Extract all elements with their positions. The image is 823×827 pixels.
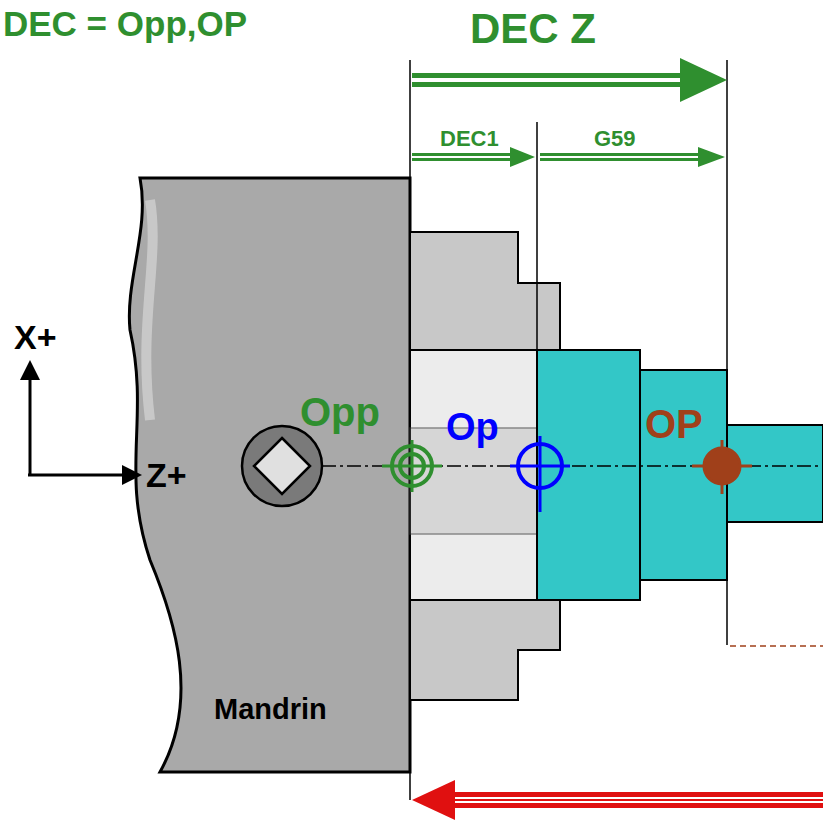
origin-marker — [539, 436, 542, 512]
axis-arrowhead — [20, 360, 40, 380]
red-arrow-shaft — [450, 801, 823, 803]
dim-arrow-shaft — [540, 153, 700, 161]
dim-arrow-shaft — [412, 78, 680, 82]
dim-arrow-shaft — [412, 73, 682, 87]
origin-label: Op — [446, 408, 499, 446]
dim-arrow-head — [510, 147, 535, 167]
dim-arrow-shaft — [540, 156, 698, 158]
axis-label: Z+ — [146, 458, 187, 492]
axis-x — [29, 375, 32, 475]
red-arrow-shaft — [450, 797, 823, 799]
dimension-label: DEC1 — [440, 128, 499, 150]
origin-marker — [411, 440, 414, 492]
origin-label: OP — [645, 404, 703, 444]
ref-line — [536, 122, 538, 350]
chuck-body — [129, 178, 410, 772]
dashed-line — [730, 645, 823, 647]
axis-label: X+ — [14, 320, 57, 354]
spindle-square — [254, 438, 310, 494]
dim-arrow-shaft — [412, 153, 512, 161]
ref-line — [409, 60, 411, 800]
title-formula: DEC = Opp,OP — [3, 6, 247, 41]
dimension-label: G59 — [594, 128, 636, 150]
origin-label: Opp — [300, 392, 380, 432]
axis-z — [28, 474, 125, 477]
ref-line — [726, 60, 728, 370]
dimension-label: DEC Z — [470, 8, 596, 50]
dim-arrow-head — [680, 58, 727, 102]
workpiece-shaft — [727, 425, 823, 522]
jaw-lower — [410, 600, 560, 700]
chuck-highlight — [146, 200, 152, 420]
dim-arrow-head — [698, 147, 725, 167]
axis-arrowhead — [122, 465, 142, 485]
ref-line — [726, 580, 728, 645]
part-name: Mandrin — [214, 695, 327, 724]
dim-arrow-shaft — [412, 156, 510, 158]
red-arrow-shaft — [450, 792, 823, 808]
red-arrow-head — [412, 780, 455, 820]
workpiece-flange — [537, 350, 640, 600]
axis-centerline — [322, 465, 823, 467]
origin-marker — [721, 440, 724, 494]
spindle-nose — [242, 426, 322, 506]
